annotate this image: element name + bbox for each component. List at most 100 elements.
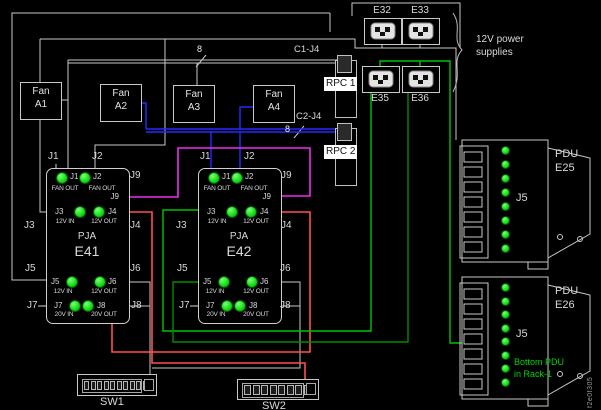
e41-outer-j9: J9 bbox=[130, 170, 141, 181]
fan-a2-label: Fan bbox=[112, 88, 130, 99]
e42-fan-out-left: FAN OUT bbox=[203, 185, 231, 192]
e41-12v-out-label: 12V OUT bbox=[91, 218, 117, 225]
e42-outer-j5: J5 bbox=[177, 263, 188, 274]
pja-e41: J1 J2 FAN OUT FAN OUT J9 J3 J4 12V IN 12… bbox=[46, 168, 130, 324]
e41-12v-in-label: 12V IN bbox=[55, 218, 75, 225]
e42-outer-j4: J4 bbox=[281, 220, 292, 231]
pdu-e26-note-line2: in Rack-1 bbox=[514, 369, 553, 379]
e41-j5-port-label: J5 bbox=[51, 277, 60, 286]
led-indicator bbox=[501, 378, 510, 387]
led-indicator bbox=[221, 300, 233, 312]
sw2-label: SW2 bbox=[262, 400, 286, 410]
fan-a3-label: Fan bbox=[185, 89, 203, 100]
e41-id: E41 bbox=[74, 243, 100, 259]
led-indicator bbox=[501, 283, 510, 292]
e41-j1-port-label: J1 bbox=[70, 172, 79, 181]
e42-outer-j2: J2 bbox=[244, 151, 255, 162]
fan-a1-label: Fan bbox=[32, 86, 50, 97]
bus-width-marker-c2: 8 bbox=[285, 124, 291, 134]
e41-outer-j2: J2 bbox=[92, 151, 103, 162]
led-indicator bbox=[245, 206, 257, 218]
pja-e42: J1 J2 FAN OUT FAN OUT J9 J3 J4 12V IN 12… bbox=[198, 168, 282, 324]
led-indicator bbox=[234, 300, 246, 312]
psu-e35-label: E35 bbox=[371, 93, 389, 104]
e41-outer-j5: J5 bbox=[25, 263, 36, 274]
psu-caption-line1: 12V power bbox=[476, 34, 524, 45]
e42-j7-port-label: J7 bbox=[206, 301, 215, 310]
led-indicator bbox=[218, 276, 230, 288]
e42-20v-in-label: 20V IN bbox=[206, 311, 226, 318]
e42-12v-out2-label: 12V OUT bbox=[243, 288, 269, 295]
led-indicator bbox=[501, 216, 510, 225]
led-indicator bbox=[501, 351, 510, 360]
e41-j4-port-label: J4 bbox=[108, 207, 117, 216]
e42-j3-port-label: J3 bbox=[207, 207, 216, 216]
led-indicator bbox=[501, 310, 510, 319]
led-indicator bbox=[501, 297, 510, 306]
pdu-e26-note-line1: Bottom PDU bbox=[514, 357, 565, 367]
cable-c2-j4-label: C2-J4 bbox=[296, 111, 322, 122]
fan-a2-id: A2 bbox=[114, 101, 128, 112]
led-indicator bbox=[501, 174, 510, 183]
rpc1-label: RPC 1 bbox=[324, 77, 358, 91]
bus-width-marker-c1: 8 bbox=[197, 44, 203, 54]
sw1-uplink-port bbox=[144, 379, 154, 391]
e41-j9-port-label: J9 bbox=[110, 192, 119, 201]
led-indicator bbox=[246, 276, 258, 288]
e42-outer-j7: J7 bbox=[179, 300, 190, 311]
e42-j9-port-label: J9 bbox=[262, 192, 271, 201]
e41-20v-in-label: 20V IN bbox=[54, 311, 74, 318]
psu-e35-inlet-icon bbox=[362, 66, 400, 93]
sw1-ports bbox=[84, 381, 148, 390]
led-indicator bbox=[226, 206, 238, 218]
fan-a4-id: A4 bbox=[267, 102, 281, 113]
e42-outer-j1: J1 bbox=[200, 151, 211, 162]
led-indicator bbox=[501, 160, 510, 169]
rpc2-label: RPC 2 bbox=[324, 145, 358, 159]
e42-12v-in-label: 12V IN bbox=[207, 218, 227, 225]
e42-outer-j6: J6 bbox=[280, 263, 291, 274]
pdu-e25-name: PDU bbox=[555, 148, 579, 160]
led-indicator bbox=[501, 324, 510, 333]
rpc2-j4-connector bbox=[337, 123, 352, 141]
led-indicator bbox=[74, 206, 86, 218]
e42-outer-j8: J8 bbox=[280, 300, 291, 311]
e41-outer-j6: J6 bbox=[130, 263, 141, 274]
fan-a3: Fan A3 bbox=[173, 85, 215, 123]
e42-j6-port-label: J6 bbox=[260, 277, 269, 286]
psu-e36-label: E36 bbox=[411, 93, 429, 104]
led-indicator bbox=[501, 337, 510, 346]
fan-a4: Fan A4 bbox=[253, 85, 295, 123]
led-indicator bbox=[93, 206, 105, 218]
led-indicator bbox=[82, 300, 94, 312]
sw2-uplink-port bbox=[306, 383, 316, 395]
led-indicator bbox=[501, 202, 510, 211]
e42-title: PJA bbox=[229, 231, 249, 242]
e41-outer-j3: J3 bbox=[24, 220, 35, 231]
e42-j1-port-label: J1 bbox=[222, 172, 231, 181]
led-indicator bbox=[66, 276, 78, 288]
cable-c1-j4-label: C1-J4 bbox=[294, 44, 320, 55]
led-indicator bbox=[501, 230, 510, 239]
psu-e32-label: E32 bbox=[373, 5, 391, 16]
e42-outer-j3: J3 bbox=[176, 220, 187, 231]
pdu-e26-j5-label: J5 bbox=[516, 328, 528, 340]
psu-e33-inlet-icon bbox=[402, 18, 440, 45]
led-indicator bbox=[94, 276, 106, 288]
fan-a4-label: Fan bbox=[265, 89, 283, 100]
switch-sw1 bbox=[77, 374, 157, 396]
sw1-label: SW1 bbox=[100, 396, 124, 408]
psu-e32-inlet-icon bbox=[364, 18, 402, 45]
e41-outer-j7: J7 bbox=[27, 300, 38, 311]
e42-j5-port-label: J5 bbox=[203, 277, 212, 286]
figure-id-watermark: f2e0f305 bbox=[587, 376, 594, 408]
e41-fan-out-left: FAN OUT bbox=[51, 185, 79, 192]
led-indicator bbox=[231, 172, 243, 184]
fan-a1: Fan A1 bbox=[20, 82, 62, 120]
led-indicator bbox=[69, 300, 81, 312]
fan-a2: Fan A2 bbox=[100, 84, 142, 122]
e41-j3-port-label: J3 bbox=[55, 207, 64, 216]
led-indicator bbox=[79, 172, 91, 184]
e42-fan-out-right: FAN OUT bbox=[240, 185, 268, 192]
